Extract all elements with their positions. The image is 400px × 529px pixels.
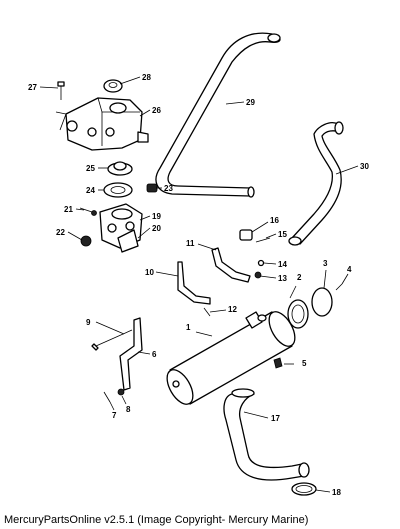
- callout-8: 8: [126, 405, 131, 414]
- part-13-nut[interactable]: [254, 271, 262, 279]
- part-1-heat-exchanger[interactable]: [162, 308, 300, 409]
- callout-29: 29: [246, 98, 255, 107]
- callout-3: 3: [323, 259, 328, 268]
- callout-23: 23: [164, 184, 173, 193]
- callout-12: 12: [228, 305, 237, 314]
- callout-5: 5: [302, 359, 307, 368]
- part-16-fitting[interactable]: [239, 229, 253, 241]
- part-2-gasket[interactable]: [287, 299, 309, 329]
- part-5-fitting[interactable]: [273, 357, 283, 369]
- part-12-screw[interactable]: [203, 307, 211, 317]
- callout-22: 22: [56, 228, 65, 237]
- callout-9: 9: [86, 318, 91, 327]
- part-18-clamp[interactable]: [291, 482, 317, 496]
- callout-30: 30: [360, 162, 369, 171]
- part-14-washer[interactable]: [257, 259, 265, 267]
- part-30-hose[interactable]: [288, 121, 344, 246]
- callout-18: 18: [332, 488, 341, 497]
- part-15-bolt[interactable]: [255, 237, 271, 243]
- callout-21: 21: [64, 205, 73, 214]
- part-7-screw[interactable]: [103, 391, 111, 403]
- callout-15: 15: [278, 230, 287, 239]
- callout-26: 26: [152, 106, 161, 115]
- part-8-washer[interactable]: [117, 388, 125, 396]
- callout-10: 10: [145, 268, 154, 277]
- part-11-bracket[interactable]: [211, 247, 251, 283]
- part-20-gasket[interactable]: [117, 229, 139, 253]
- part-17-hose[interactable]: [223, 388, 310, 481]
- callout-2: 2: [297, 273, 302, 282]
- callout-28: 28: [142, 73, 151, 82]
- part-25-thermostat[interactable]: [107, 161, 133, 176]
- part-26-housing[interactable]: [55, 97, 149, 151]
- callout-20: 20: [152, 224, 161, 233]
- part-22-plug[interactable]: [80, 235, 92, 247]
- callout-27: 27: [28, 83, 37, 92]
- exploded-parts-diagram: 1 2 3 4 5 6 7 8 9 10 11 12 13 14 15 16 1…: [28, 32, 369, 497]
- callout-25: 25: [86, 164, 95, 173]
- part-10-bracket[interactable]: [177, 261, 211, 305]
- part-9-bolt[interactable]: [91, 329, 133, 351]
- part-21-screw[interactable]: [79, 207, 97, 216]
- callout-labels: 1 2 3 4 5 6 7 8 9 10 11 12 13 14 15 16 1…: [28, 73, 369, 497]
- callout-17: 17: [271, 414, 280, 423]
- callout-11: 11: [186, 239, 195, 248]
- callout-24: 24: [86, 186, 95, 195]
- callout-13: 13: [278, 274, 287, 283]
- callout-4: 4: [347, 265, 352, 274]
- callout-1: 1: [186, 323, 191, 332]
- part-23-fitting[interactable]: [146, 183, 158, 193]
- part-29-hose[interactable]: [155, 32, 281, 198]
- callout-16: 16: [270, 216, 279, 225]
- part-4-screw[interactable]: [335, 283, 343, 291]
- copyright-caption: MercuryPartsOnline v2.5.1 (Image Copyrig…: [4, 514, 309, 526]
- callout-19: 19: [152, 212, 161, 221]
- part-3-cap[interactable]: [311, 287, 333, 317]
- callout-7: 7: [112, 411, 117, 420]
- part-28-cap[interactable]: [103, 79, 123, 93]
- callout-6: 6: [152, 350, 157, 359]
- part-24-gasket[interactable]: [103, 182, 133, 198]
- leader-lines: [39, 76, 359, 493]
- part-27-stud[interactable]: [57, 81, 65, 100]
- part-6-bracket[interactable]: [119, 317, 143, 391]
- callout-14: 14: [278, 260, 287, 269]
